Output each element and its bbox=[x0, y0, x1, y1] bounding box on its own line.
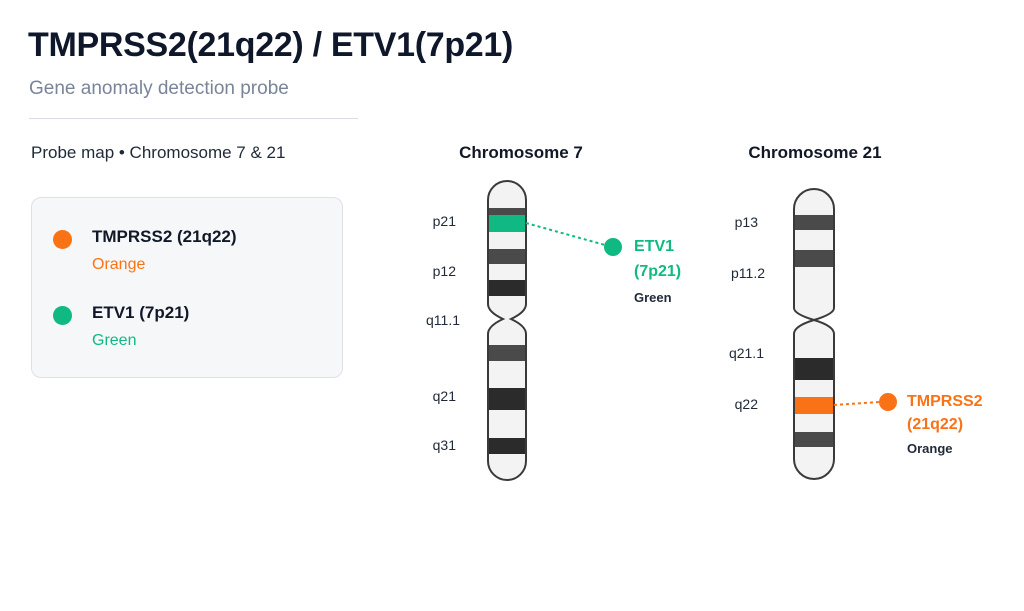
legend-color-label: Green bbox=[92, 332, 137, 349]
chromosome-7-title: Chromosome 7 bbox=[459, 143, 583, 162]
chromosome-7: Chromosome 7 p21 p12 q11.1 q21 q31 ETV1 … bbox=[426, 143, 681, 481]
green-dot-icon bbox=[53, 306, 72, 325]
band-label: p21 bbox=[433, 213, 457, 229]
band bbox=[795, 250, 833, 267]
band bbox=[489, 438, 525, 454]
band bbox=[489, 249, 525, 264]
etv1-locus-label: (7p21) bbox=[634, 263, 681, 280]
band bbox=[795, 215, 833, 230]
band-label: q21 bbox=[433, 388, 457, 404]
etv1-gene-label: ETV1 bbox=[634, 238, 674, 255]
tmprss2-color-label: Orange bbox=[907, 441, 953, 456]
green-dot-icon bbox=[604, 238, 622, 256]
band-label: q11.1 bbox=[426, 312, 460, 328]
band-label: p12 bbox=[433, 263, 457, 279]
orange-dot-icon bbox=[879, 393, 897, 411]
etv1-color-label: Green bbox=[634, 290, 672, 305]
chromosome-21-title: Chromosome 21 bbox=[748, 143, 881, 162]
band bbox=[795, 432, 833, 447]
band bbox=[795, 358, 833, 380]
band bbox=[489, 345, 525, 361]
etv1-probe-signal bbox=[489, 215, 525, 232]
band-label: q31 bbox=[433, 437, 457, 453]
band-label: p13 bbox=[735, 214, 759, 230]
legend-name: ETV1 (7p21) bbox=[92, 303, 190, 322]
tmprss2-connector-line bbox=[833, 401, 880, 406]
probe-legend: TMPRSS2 (21q22) Orange ETV1 (7p21) Green bbox=[31, 197, 343, 378]
section-label: Probe map • Chromosome 7 & 21 bbox=[31, 143, 286, 162]
band bbox=[489, 280, 525, 296]
band bbox=[489, 208, 525, 215]
band-label: q21.1 bbox=[729, 345, 764, 361]
tmprss2-gene-label: TMPRSS2 bbox=[907, 393, 983, 410]
band-label: q22 bbox=[735, 396, 759, 412]
etv1-connector-line bbox=[525, 222, 606, 246]
orange-dot-icon bbox=[53, 230, 72, 249]
tmprss2-probe-signal bbox=[795, 397, 833, 414]
band-label: p11.2 bbox=[731, 265, 765, 281]
legend-color-label: Orange bbox=[92, 256, 146, 273]
tmprss2-locus-label: (21q22) bbox=[907, 416, 963, 433]
page-title: TMPRSS2(21q22) / ETV1(7p21) bbox=[28, 26, 514, 64]
header-divider bbox=[29, 118, 358, 119]
band bbox=[489, 388, 525, 410]
chromosome-21: Chromosome 21 p13 p11.2 q21.1 q22 TMPRSS… bbox=[729, 143, 983, 480]
page-subtitle: Gene anomaly detection probe bbox=[29, 78, 289, 99]
legend-name: TMPRSS2 (21q22) bbox=[92, 227, 237, 246]
